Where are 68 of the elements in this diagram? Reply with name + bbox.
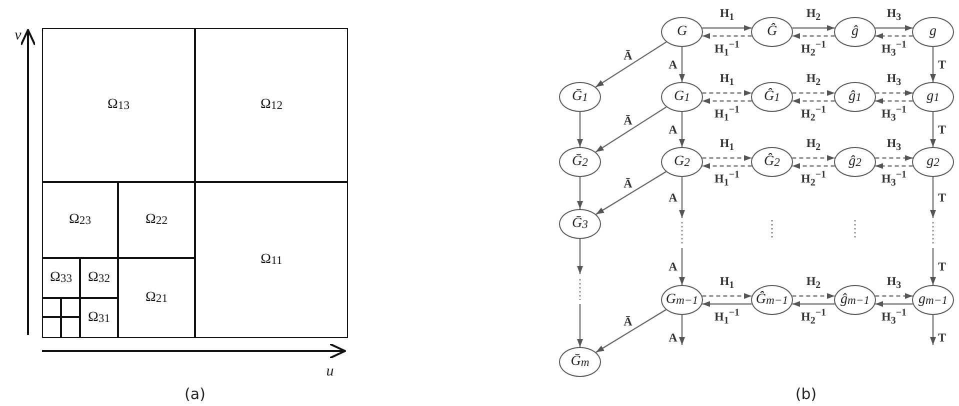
arrow <box>875 90 913 96</box>
arrow <box>875 293 913 299</box>
region-box <box>42 298 61 317</box>
arrow <box>679 248 685 285</box>
edge-label: Ā <box>622 48 634 62</box>
arrow <box>792 155 835 161</box>
arrow <box>702 155 752 161</box>
arrow <box>792 98 835 104</box>
state-ellipse: Ĝ <box>751 17 793 47</box>
edge-label: T <box>937 190 947 204</box>
arrow <box>875 301 913 307</box>
arrow <box>930 248 936 285</box>
region-box <box>61 298 80 317</box>
arrow <box>679 47 685 82</box>
axis-label: u <box>326 364 334 380</box>
edge-label: T <box>937 122 947 136</box>
edge-label: H$_{3}$ <box>886 136 902 154</box>
arrow <box>595 106 667 152</box>
edge-label: Ā <box>622 114 634 128</box>
arrow <box>702 293 752 299</box>
arrow <box>595 42 667 88</box>
edge-label: H$_{3}$ <box>886 6 902 24</box>
state-ellipse: G <box>661 17 703 47</box>
edge-label: T <box>937 260 947 274</box>
arrow <box>930 177 936 218</box>
arrow <box>930 47 936 82</box>
state-ellipse: g <box>912 17 954 47</box>
arrow <box>792 90 835 96</box>
arrow <box>702 90 752 96</box>
edge-label: A <box>668 190 678 204</box>
arrow <box>875 163 913 169</box>
arrow <box>596 171 666 215</box>
arrow <box>875 155 913 161</box>
edge-label: H$_{3}$ <box>886 274 902 292</box>
arrow <box>577 177 583 209</box>
edge-label: A <box>668 260 678 274</box>
arrow <box>679 112 685 147</box>
arrow <box>679 315 685 345</box>
edge-label: A <box>668 58 678 72</box>
arrow <box>792 301 835 307</box>
region-box <box>42 317 61 338</box>
edge-label: A <box>668 122 678 136</box>
arrow <box>596 309 666 353</box>
edge-label: T <box>937 58 947 72</box>
arrow <box>702 25 752 31</box>
arrow <box>930 315 936 345</box>
panel-label: (a) <box>184 385 206 403</box>
panel-label: (b) <box>795 385 817 403</box>
arrow <box>702 98 752 104</box>
arrow <box>875 33 913 39</box>
arrow <box>792 25 835 31</box>
region-box <box>61 317 80 338</box>
arrow <box>930 112 936 147</box>
state-ellipse: ĝ <box>834 17 876 47</box>
arrow <box>792 163 835 169</box>
arrow <box>577 304 583 347</box>
arrow <box>577 239 583 274</box>
arrow <box>702 301 752 307</box>
arrow <box>792 293 835 299</box>
arrow <box>702 33 752 39</box>
arrow <box>679 177 685 218</box>
arrow <box>875 98 913 104</box>
arrow <box>577 112 583 147</box>
arrow <box>702 163 752 169</box>
arrow <box>792 33 835 39</box>
arrow <box>875 25 913 31</box>
edge-label: H$_{3}$ <box>886 72 902 88</box>
axis-label: v <box>14 28 22 44</box>
